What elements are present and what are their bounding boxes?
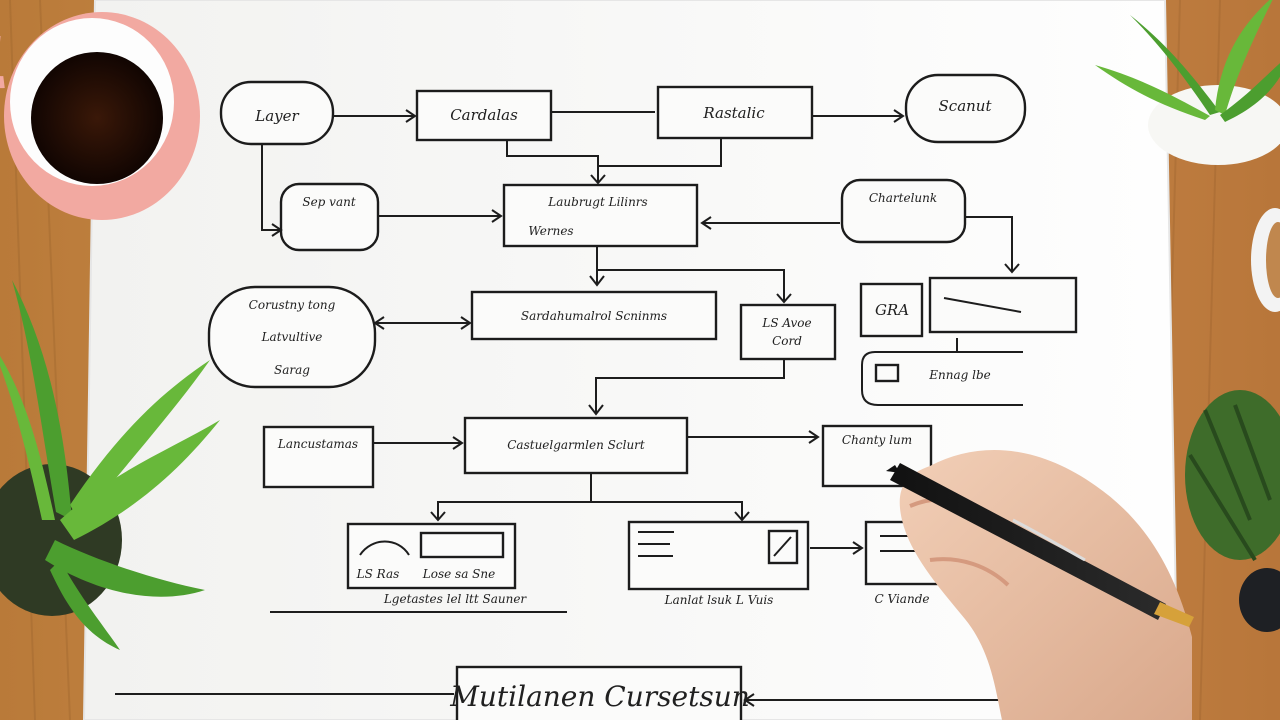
label-right-mid: Chartelunk bbox=[869, 191, 937, 205]
node-right-inner-square bbox=[874, 363, 900, 383]
node-right-mid bbox=[840, 178, 967, 244]
label-left-large-3: Sarag bbox=[274, 363, 310, 377]
label-top-right: Scanut bbox=[939, 97, 993, 115]
label-bottom-left-1: LS Ras bbox=[356, 567, 400, 581]
node-right-wide bbox=[928, 276, 1078, 334]
label-small-box-1: LS Avoe bbox=[761, 316, 811, 330]
label-left-large-2: Latvultive bbox=[261, 330, 323, 344]
label-middle-row-right: Chanty lum bbox=[842, 433, 912, 447]
label-top-center-left: Cardalas bbox=[450, 106, 518, 124]
node-top-center-left bbox=[415, 89, 553, 142]
label-center-top: Laubrugt Lilinrs bbox=[547, 195, 647, 209]
label-middle-row-left: Lancustamas bbox=[277, 437, 358, 451]
label-footer: Mutilanen Cursetsun bbox=[449, 680, 750, 713]
node-top-right bbox=[904, 73, 1027, 144]
label-left-mid: Sep vant bbox=[302, 195, 355, 209]
label-bottom-left-caption: Lgetastes lel ltt Sauner bbox=[383, 592, 528, 606]
label-right-block-1: GRA bbox=[875, 301, 909, 319]
label-left-large-1: Corustny tong bbox=[249, 298, 336, 312]
label-top-left: Layer bbox=[254, 107, 299, 125]
label-center-top-2: Wernes bbox=[528, 224, 573, 238]
node-right-open bbox=[861, 351, 1023, 406]
label-bottom-mid-caption: Lanlat lsuk L Vuis bbox=[664, 593, 774, 607]
label-top-center-right: Rastalic bbox=[702, 104, 765, 122]
coffee-mug bbox=[0, 12, 200, 220]
node-center-top bbox=[502, 183, 699, 248]
node-bottom-left-inner bbox=[419, 531, 505, 559]
node-right-square bbox=[859, 282, 924, 338]
label-small-box-2: Cord bbox=[772, 334, 802, 348]
plant-right-top bbox=[1095, 0, 1280, 165]
node-small bbox=[739, 303, 837, 361]
plant-left bbox=[0, 280, 220, 650]
label-bottom-left-2: Lose sa Sne bbox=[422, 567, 495, 581]
hand-drawn-diagram: Layer Cardalas Rastalic Scanut Sep vant … bbox=[115, 73, 1078, 720]
node-center-mid bbox=[470, 290, 718, 341]
node-middle-row-center bbox=[463, 416, 689, 475]
node-top-center-right bbox=[656, 85, 814, 140]
node-left-mid bbox=[279, 182, 380, 252]
label-right-block-2: Ennag lbe bbox=[928, 368, 991, 382]
node-left-large bbox=[207, 285, 377, 389]
hand-writing bbox=[886, 449, 1194, 720]
plant-right-bottom bbox=[1185, 208, 1280, 632]
label-center-mid: Sardahumalrol Scninms bbox=[521, 309, 667, 323]
node-footer bbox=[455, 665, 743, 720]
node-top-left bbox=[219, 80, 335, 146]
label-middle-row-center: Castuelgarmlen Sclurt bbox=[507, 438, 645, 452]
label-bottom-right-caption: C Viande bbox=[875, 592, 930, 606]
node-middle-row-left bbox=[262, 425, 375, 489]
